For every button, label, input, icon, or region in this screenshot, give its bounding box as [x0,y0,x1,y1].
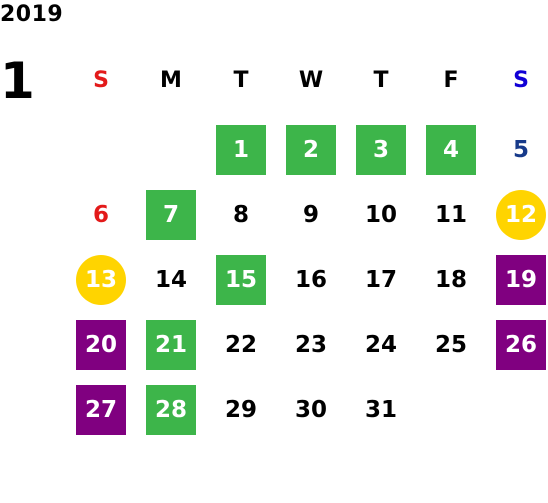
calendar-day[interactable]: 22 [224,332,257,358]
calendar-day[interactable]: 30 [294,397,327,423]
weekday-header-sunday: S [93,68,109,93]
month-number: 1 [0,52,35,110]
calendar-day[interactable]: 1 [216,125,266,175]
calendar-day[interactable]: 26 [496,320,546,370]
calendar-day[interactable]: 15 [216,255,266,305]
calendar-day[interactable]: 17 [364,267,397,293]
calendar-day[interactable]: 21 [146,320,196,370]
calendar-day[interactable]: 4 [426,125,476,175]
year-label: 2019 [0,2,64,27]
calendar-day[interactable]: 14 [154,267,187,293]
calendar-day[interactable]: 31 [364,397,397,423]
calendar-day[interactable]: 16 [294,267,327,293]
calendar-day[interactable]: 27 [76,385,126,435]
calendar-day[interactable]: 8 [232,202,249,228]
calendar-day[interactable]: 28 [146,385,196,435]
weekday-header-wednesday: W [298,68,324,93]
calendar-day[interactable]: 7 [146,190,196,240]
calendar-day[interactable]: 25 [434,332,467,358]
calendar-day[interactable]: 9 [302,202,319,228]
calendar-day[interactable]: 10 [364,202,397,228]
calendar-day[interactable]: 5 [512,137,529,163]
calendar-day[interactable]: 19 [496,255,546,305]
calendar-day[interactable]: 11 [434,202,467,228]
weekday-header-tuesday: T [233,68,249,93]
weekday-header-monday: M [160,68,182,93]
calendar-day[interactable]: 24 [364,332,397,358]
weekday-header-friday: F [443,68,459,93]
calendar-day[interactable]: 13 [76,255,126,305]
calendar-day[interactable]: 6 [92,202,109,228]
calendar-day[interactable]: 23 [294,332,327,358]
calendar-day[interactable]: 18 [434,267,467,293]
weekday-header-thursday: T [373,68,389,93]
calendar-day[interactable]: 29 [224,397,257,423]
calendar-day[interactable]: 12 [496,190,546,240]
weekday-header-saturday: S [513,68,529,93]
calendar-day[interactable]: 2 [286,125,336,175]
calendar-day[interactable]: 3 [356,125,406,175]
calendar-day[interactable]: 20 [76,320,126,370]
